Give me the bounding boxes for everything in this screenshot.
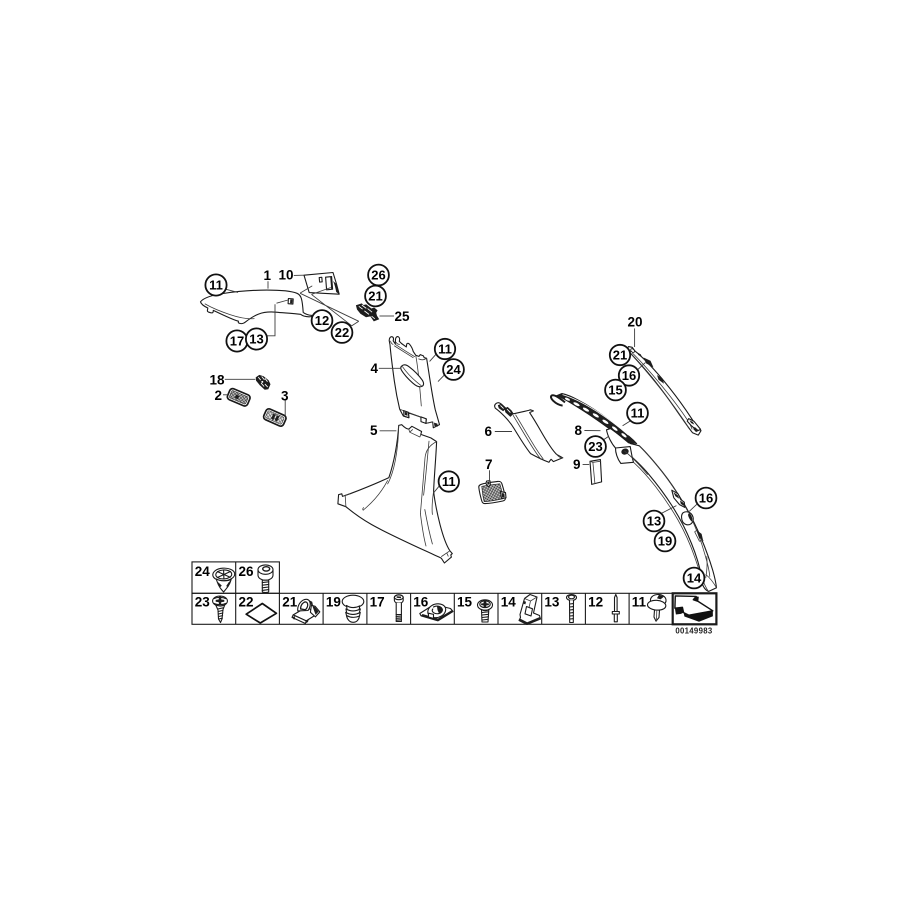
svg-text:17: 17 (370, 594, 385, 609)
svg-text:5: 5 (370, 423, 378, 438)
svg-text:15: 15 (608, 383, 622, 398)
svg-text:14: 14 (501, 594, 517, 609)
svg-text:24: 24 (195, 564, 211, 579)
svg-text:13: 13 (647, 514, 661, 529)
svg-text:26: 26 (371, 268, 385, 283)
svg-text:11: 11 (209, 278, 223, 293)
svg-text:9: 9 (573, 457, 581, 472)
svg-text:26: 26 (239, 564, 255, 579)
svg-text:6: 6 (485, 424, 493, 439)
svg-text:1: 1 (264, 268, 272, 283)
svg-text:7: 7 (485, 457, 493, 472)
svg-text:23: 23 (588, 439, 602, 454)
svg-text:3: 3 (281, 389, 289, 404)
svg-text:21: 21 (368, 289, 382, 304)
svg-text:2: 2 (215, 388, 223, 403)
svg-text:23: 23 (195, 594, 211, 609)
svg-text:20: 20 (628, 315, 643, 330)
svg-text:11: 11 (442, 474, 456, 489)
svg-text:00149983: 00149983 (675, 626, 712, 635)
svg-text:17: 17 (230, 334, 244, 349)
svg-text:11: 11 (632, 594, 647, 609)
svg-text:15: 15 (457, 594, 473, 609)
svg-text:22: 22 (239, 594, 254, 609)
svg-text:25: 25 (395, 309, 411, 324)
svg-text:19: 19 (658, 534, 672, 549)
svg-text:12: 12 (315, 313, 329, 328)
svg-text:22: 22 (335, 325, 349, 340)
svg-text:16: 16 (622, 368, 636, 383)
svg-text:21: 21 (613, 348, 627, 363)
svg-text:13: 13 (249, 332, 263, 347)
svg-text:14: 14 (687, 571, 702, 586)
svg-text:4: 4 (371, 361, 379, 376)
svg-text:16: 16 (413, 594, 429, 609)
svg-text:19: 19 (326, 594, 341, 609)
svg-text:12: 12 (588, 594, 603, 609)
svg-text:16: 16 (699, 491, 713, 506)
svg-text:13: 13 (544, 594, 560, 609)
svg-text:18: 18 (210, 373, 226, 388)
svg-text:21: 21 (282, 594, 298, 609)
svg-text:11: 11 (631, 406, 645, 421)
svg-text:10: 10 (279, 268, 294, 283)
svg-text:11: 11 (438, 342, 452, 357)
svg-text:24: 24 (446, 362, 461, 377)
svg-text:8: 8 (575, 423, 583, 438)
